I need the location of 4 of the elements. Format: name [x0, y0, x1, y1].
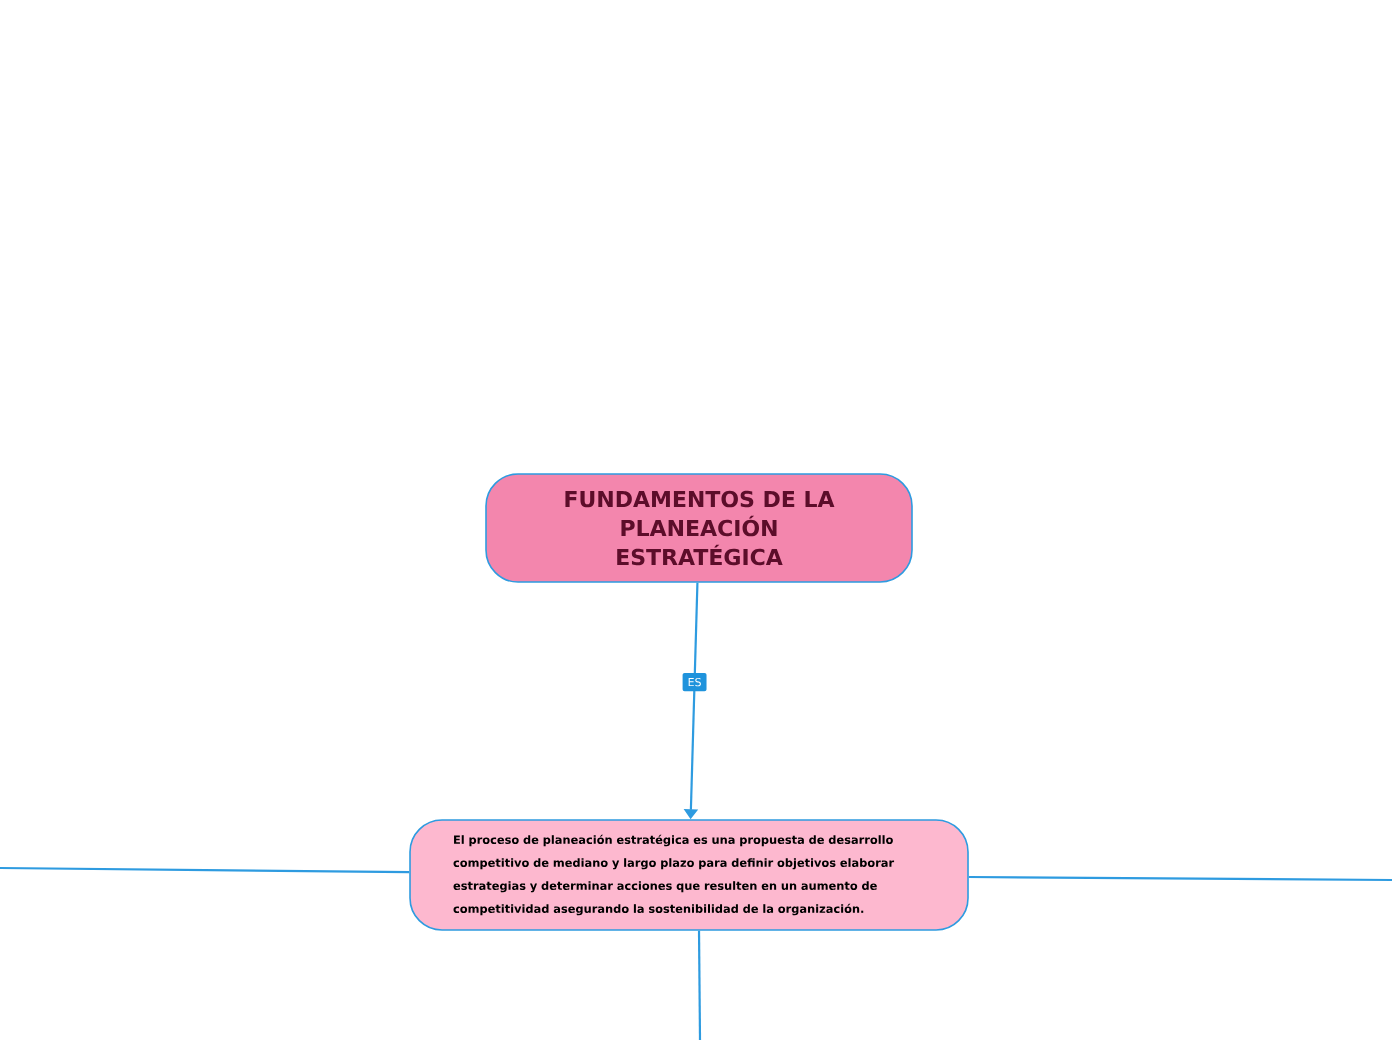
connector-line	[0, 866, 410, 874]
topic-box: FUNDAMENTOS DE LA PLANEACIÓN ESTRATÉGICA	[485, 473, 913, 583]
connector-line	[697, 930, 702, 1040]
connector-line	[968, 875, 1392, 882]
